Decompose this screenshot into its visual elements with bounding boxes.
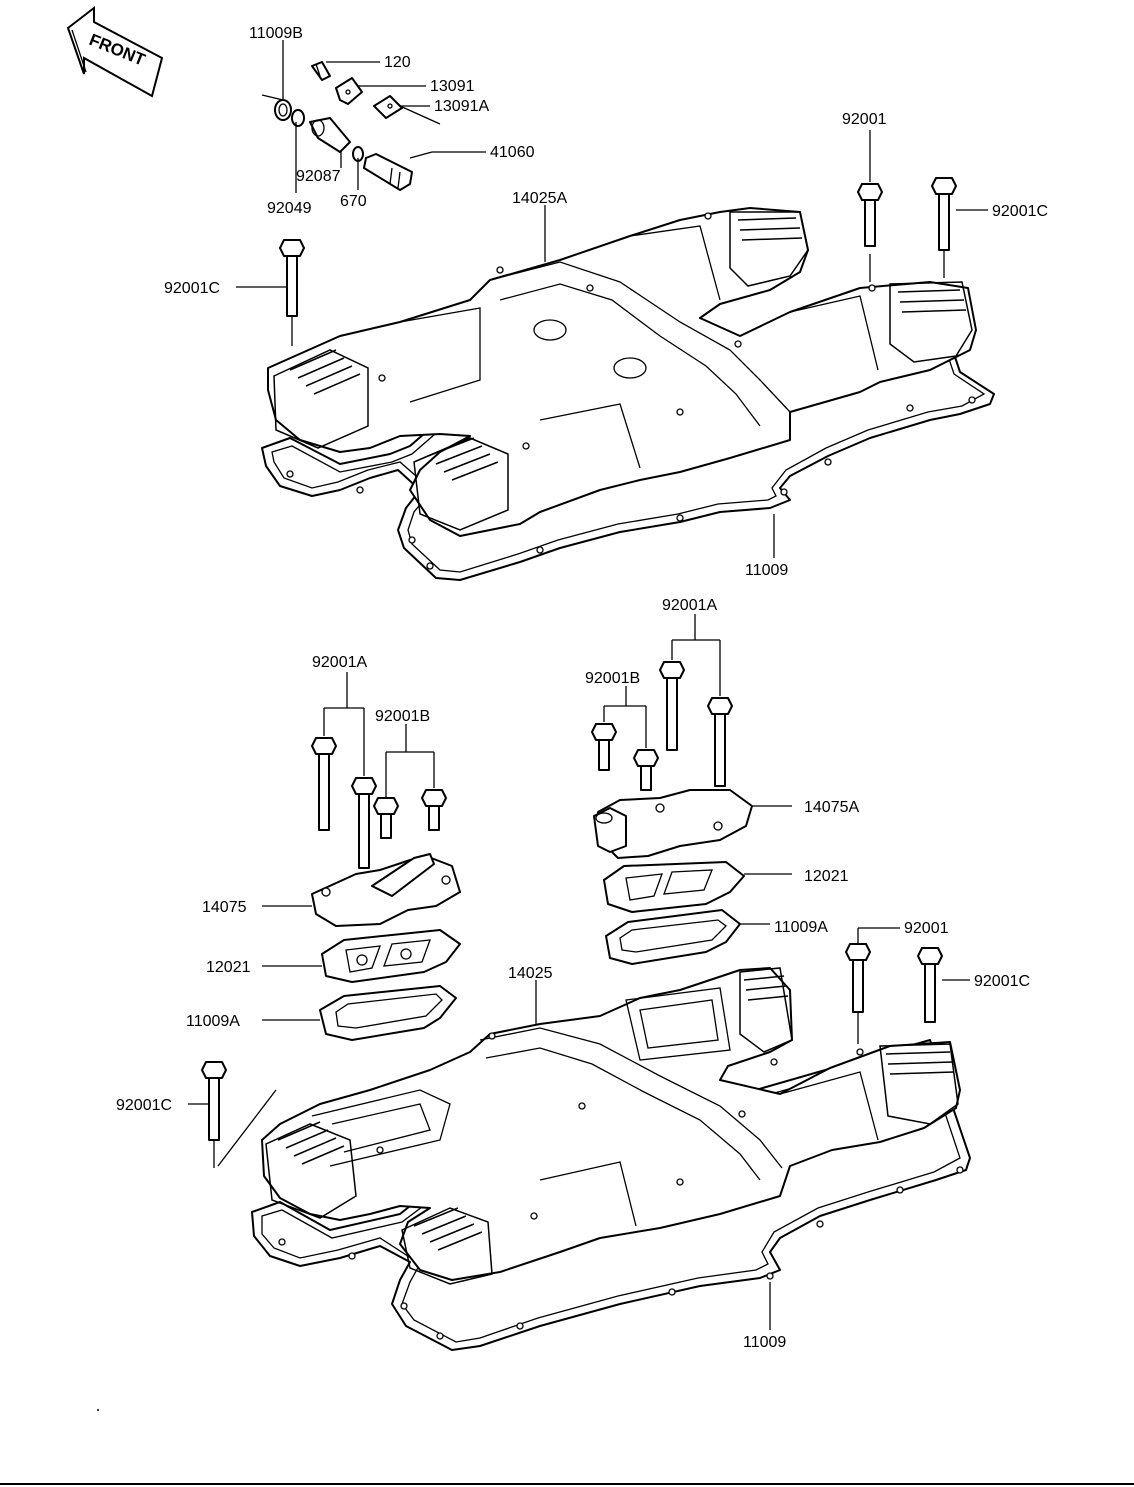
label-92049: 92049: [267, 200, 312, 217]
cylinder-head-cover-bottom: [261, 967, 961, 1285]
label-13091: 13091: [430, 78, 475, 95]
label-670: 670: [340, 193, 367, 210]
bolt-92001-lower: [845, 927, 900, 1044]
part-labels: 11009B 120 13091 13091A 41060 92087 9204…: [116, 25, 1048, 1351]
bolt-92001B-lower-left-2: [421, 789, 447, 831]
label-92001A-right: 92001A: [662, 597, 717, 614]
label-92001C-top-left: 92001C: [164, 280, 220, 297]
bolt-92001C-lower-left: [188, 1061, 277, 1168]
gasket-11009A-right: [605, 909, 741, 965]
bolt-92001A-lower-right-1: [659, 661, 685, 751]
bolt-92001B-lower-right-2: [633, 749, 659, 791]
label-92001A-left: 92001A: [312, 654, 367, 671]
label-92001B-right: 92001B: [585, 670, 640, 687]
stray-dot: [97, 1409, 99, 1411]
label-92001C-lower-left: 92001C: [116, 1097, 172, 1114]
reed-valve-12021-right: [603, 861, 745, 913]
front-arrow: FRONT: [66, 5, 164, 98]
reed-valve-12021-left: [262, 929, 461, 983]
label-120: 120: [384, 54, 411, 71]
label-92001C-top-right: 92001C: [992, 203, 1048, 220]
label-11009-top: 11009: [745, 562, 788, 579]
label-12021-right: 12021: [804, 868, 849, 885]
label-11009-bottom: 11009: [743, 1334, 786, 1351]
leaders-lower-right: [603, 614, 792, 925]
bolt-92001A-lower-left-2: [351, 777, 377, 869]
bolt-92001C-top-left: [236, 239, 305, 346]
tachometer-drive-parts: [261, 40, 486, 193]
label-92001-top: 92001: [842, 111, 887, 128]
breather-cover-14075: [262, 853, 461, 927]
leaders-lower-left: [323, 672, 435, 798]
label-12021-left: 12021: [206, 959, 251, 976]
bolt-92001B-lower-right-1: [591, 723, 617, 771]
label-14025: 14025: [508, 965, 553, 982]
gasket-11009A-left: [262, 985, 457, 1041]
label-14025A: 14025A: [512, 190, 567, 207]
bolt-92001-top: [857, 130, 883, 282]
bolt-92001C-top-right: [931, 177, 988, 278]
label-13091A: 13091A: [434, 98, 489, 115]
breather-cover-14075A: [593, 789, 753, 859]
label-92001-lower: 92001: [904, 920, 949, 937]
label-11009A-right: 11009A: [774, 919, 828, 936]
label-11009B: 11009B: [249, 25, 303, 42]
label-92001C-lower-right: 92001C: [974, 973, 1030, 990]
label-14075: 14075: [202, 899, 247, 916]
label-14075A: 14075A: [804, 799, 859, 816]
bolt-92001C-lower-right: [917, 947, 970, 1023]
label-92001B-left: 92001B: [375, 708, 430, 725]
label-92087: 92087: [296, 168, 341, 185]
label-11009A-left: 11009A: [186, 1013, 240, 1030]
label-41060: 41060: [490, 144, 535, 161]
bolt-92001A-lower-right-2: [707, 697, 733, 787]
bolt-92001A-lower-left-1: [311, 737, 337, 831]
cylinder-head-cover-top: [267, 207, 977, 537]
bolt-92001B-lower-left-1: [373, 797, 399, 839]
